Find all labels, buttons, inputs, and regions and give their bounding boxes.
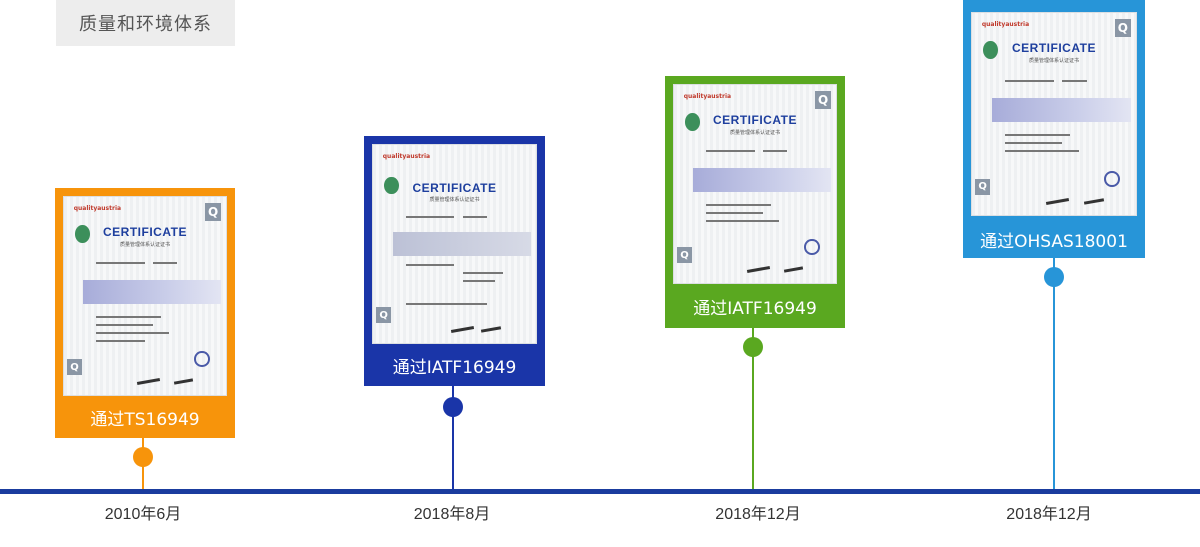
certificate-brand: qualityaustria	[73, 204, 122, 212]
certificate-band	[991, 97, 1132, 123]
globe-icon	[75, 224, 90, 243]
certificate-brand: qualityaustria	[683, 92, 732, 100]
certificate-stamp	[804, 239, 820, 256]
certificate-heading: CERTIFICATE	[713, 112, 797, 127]
certificate-image: qualityaustria Q CERTIFICATE 质量管理体系认证证书 …	[971, 12, 1137, 216]
timeline-axis	[0, 489, 1200, 494]
certificate-image: qualityaustria Q CERTIFICATE 质量管理体系认证证书 …	[673, 84, 837, 284]
certificate-side-q: Q	[376, 307, 391, 324]
milestone-label: 通过TS16949	[90, 409, 200, 430]
certificate-band	[83, 280, 222, 304]
certificate-q-mark: Q	[814, 90, 832, 109]
globe-icon	[384, 176, 400, 195]
section-title: 质量和环境体系	[56, 0, 235, 46]
milestone-date: 2010年6月	[104, 506, 182, 523]
milestone-date: 2018年8月	[413, 506, 491, 523]
milestone-date: 2018年12月	[715, 506, 801, 523]
certificate-q-mark: Q	[1114, 19, 1132, 38]
certificate-heading: CERTIFICATE	[103, 224, 187, 239]
certificate-side-q: Q	[975, 178, 991, 195]
certificate-band	[392, 232, 532, 256]
timeline-dot	[133, 447, 153, 467]
certificate-subheading: 质量管理体系认证证书	[119, 241, 170, 248]
certificate-side-q: Q	[67, 359, 82, 376]
certificate-brand: qualityaustria	[981, 21, 1030, 29]
certificate-stamp	[1104, 170, 1120, 187]
milestone-label: 通过OHSAS18001	[980, 231, 1128, 252]
certificate-side-q: Q	[677, 247, 692, 264]
timeline-dot	[1044, 267, 1064, 287]
milestone-card-iatf16949-2018-aug[interactable]: qualityaustria CERTIFICATE 质量管理体系认证证书 Q …	[364, 136, 545, 386]
timeline-stem	[1053, 258, 1055, 489]
milestone-card-ts16949[interactable]: qualityaustria Q CERTIFICATE 质量管理体系认证证书 …	[55, 188, 235, 438]
certificate-band	[693, 168, 832, 192]
certificate-image: qualityaustria CERTIFICATE 质量管理体系认证证书 Q	[372, 144, 537, 344]
timeline-stem	[452, 386, 454, 489]
certificate-stamp	[194, 351, 210, 368]
milestone-date: 2018年12月	[1006, 506, 1092, 523]
certificate-heading: CERTIFICATE	[412, 180, 497, 195]
milestone-card-ohsas18001[interactable]: qualityaustria Q CERTIFICATE 质量管理体系认证证书 …	[963, 0, 1145, 258]
milestone-label: 通过IATF16949	[392, 357, 517, 378]
certificate-subheading: 质量管理体系认证证书	[729, 129, 780, 136]
certificate-subheading: 质量管理体系认证证书	[429, 197, 480, 204]
certificate-subheading: 质量管理体系认证证书	[1028, 58, 1079, 65]
milestone-card-iatf16949-2018-dec[interactable]: qualityaustria Q CERTIFICATE 质量管理体系认证证书 …	[665, 76, 845, 328]
certificate-heading: CERTIFICATE	[1012, 41, 1096, 56]
timeline-stem	[752, 328, 754, 489]
certificate-q-mark: Q	[204, 202, 222, 221]
globe-icon	[983, 41, 999, 60]
timeline-dot	[443, 397, 463, 417]
certificate-image: qualityaustria Q CERTIFICATE 质量管理体系认证证书 …	[63, 196, 227, 396]
certificate-brand: qualityaustria	[382, 152, 431, 160]
timeline-dot	[743, 337, 763, 357]
milestone-label: 通过IATF16949	[693, 298, 817, 319]
globe-icon	[685, 112, 700, 131]
